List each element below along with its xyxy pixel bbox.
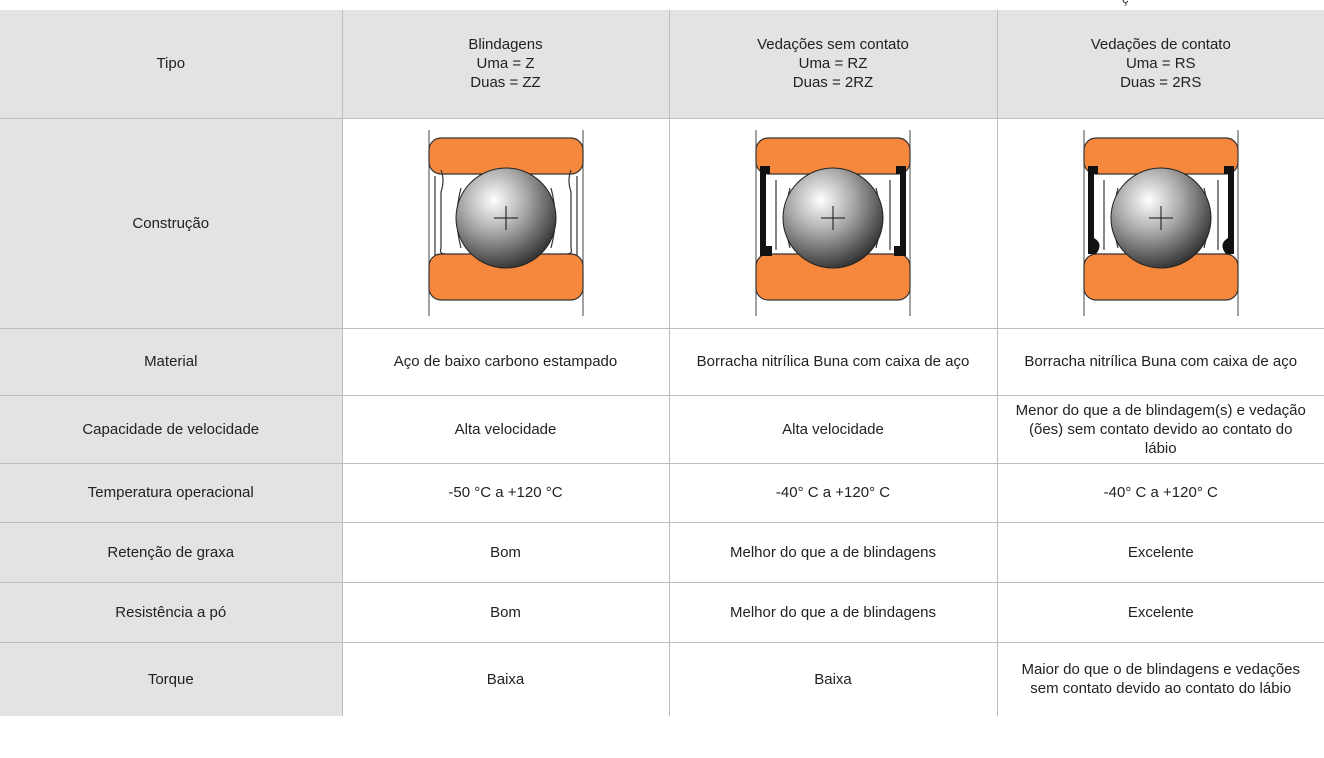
bearing-noncontact-seal-diagram-icon xyxy=(755,130,911,316)
row-cell: Melhor do que a de blindagens xyxy=(668,582,997,643)
row-cell: Baixa xyxy=(341,642,669,716)
row-label: Retenção de graxa xyxy=(0,522,342,583)
table-row: Torque Baixa Baixa Maior do que o de bli… xyxy=(0,642,1324,716)
table-row: Temperatura operacional -50 °C a +120 °C… xyxy=(0,463,1324,523)
cut-off-title-text: ç xyxy=(1122,0,1129,6)
row-label: Temperatura operacional xyxy=(0,463,342,523)
row-label: Torque xyxy=(0,642,342,716)
header-line: Uma = Z xyxy=(476,55,535,73)
row-cell: Aço de baixo carbono estampado xyxy=(341,328,669,396)
header-noncontact-seals: Vedações sem contato Uma = RZ Duas = 2RZ xyxy=(668,10,997,119)
row-label: Capacidade de velocidade xyxy=(0,395,342,464)
header-line: Uma = RS xyxy=(1125,55,1196,73)
row-cell: -40° C a +120° C xyxy=(996,463,1324,523)
row-cell: Excelente xyxy=(996,522,1324,583)
construction-row: Construção xyxy=(0,118,1324,329)
row-cell: Bom xyxy=(341,582,669,643)
header-contact-seals: Vedações de contato Uma = RS Duas = 2RS xyxy=(996,10,1324,119)
row-cell: Alta velocidade xyxy=(341,395,669,464)
row-cell: Menor do que a de blindagem(s) e vedação… xyxy=(996,395,1324,464)
row-cell: -40° C a +120° C xyxy=(668,463,997,523)
table-row: Retenção de graxa Bom Melhor do que a de… xyxy=(0,522,1324,583)
header-line: Duas = ZZ xyxy=(470,74,541,92)
cut-off-title: ç xyxy=(0,0,1324,10)
header-line: Duas = 2RZ xyxy=(792,74,874,92)
row-cell: Baixa xyxy=(668,642,997,716)
row-cell: Borracha nitrílica Buna com caixa de aço xyxy=(996,328,1324,396)
row-cell: Excelente xyxy=(996,582,1324,643)
header-line: Vedações de contato xyxy=(1090,36,1231,54)
seal-comparison-table: Tipo Blindagens Uma = Z Duas = ZZ Vedaçõ… xyxy=(0,10,1324,716)
row-label: Resistência a pó xyxy=(0,582,342,643)
row-cell: Bom xyxy=(341,522,669,583)
construction-cell-shields xyxy=(341,118,669,329)
construction-label: Construção xyxy=(0,118,342,329)
bearing-shield-diagram-icon xyxy=(427,130,584,316)
header-line: Vedações sem contato xyxy=(757,36,909,54)
table-row: Capacidade de velocidade Alta velocidade… xyxy=(0,395,1324,464)
row-cell: Maior do que o de blindagens e vedações … xyxy=(996,642,1324,716)
header-shields: Blindagens Uma = Z Duas = ZZ xyxy=(341,10,669,119)
header-label: Tipo xyxy=(0,10,342,119)
table-row: Material Aço de baixo carbono estampado … xyxy=(0,328,1324,396)
row-label: Material xyxy=(0,328,342,396)
row-cell: Borracha nitrílica Buna com caixa de aço xyxy=(668,328,997,396)
table-row: Resistência a pó Bom Melhor do que a de … xyxy=(0,582,1324,643)
header-line: Uma = RZ xyxy=(798,55,868,73)
bearing-contact-seal-diagram-icon xyxy=(1083,130,1239,316)
header-line: Duas = 2RS xyxy=(1120,74,1202,92)
row-cell: -50 °C a +120 °C xyxy=(341,463,669,523)
row-cell: Melhor do que a de blindagens xyxy=(668,522,997,583)
header-row: Tipo Blindagens Uma = Z Duas = ZZ Vedaçõ… xyxy=(0,10,1324,119)
row-cell: Alta velocidade xyxy=(668,395,997,464)
construction-cell-noncontact xyxy=(668,118,997,329)
construction-cell-contact xyxy=(996,118,1324,329)
header-line: Blindagens xyxy=(468,36,543,54)
